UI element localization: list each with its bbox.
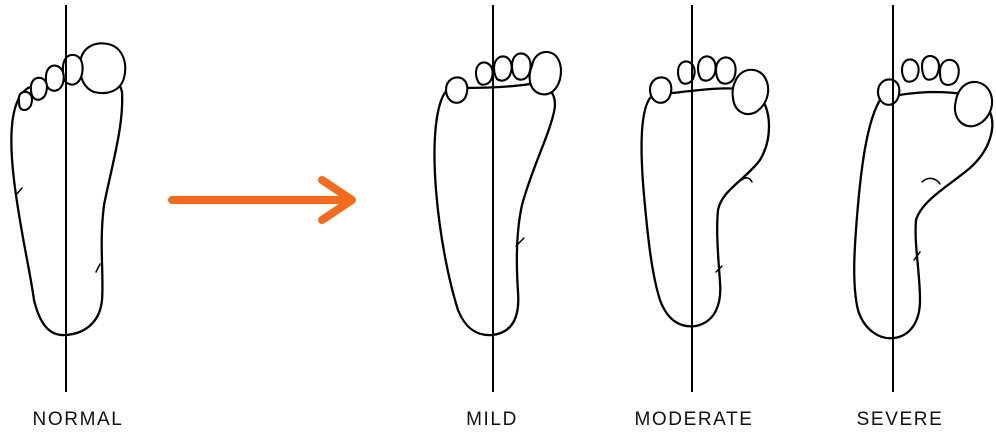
foot-normal	[11, 5, 125, 392]
toe-5-mild	[446, 78, 467, 103]
label-severe: SEVERE	[820, 410, 980, 429]
toe-2-severe	[940, 60, 959, 85]
toe-2-moderate	[716, 58, 736, 84]
toe-4-severe	[902, 59, 919, 81]
toe-big-normal	[80, 43, 125, 93]
crease-moderate-1	[742, 178, 752, 182]
toe-5-severe	[878, 80, 899, 105]
foot-mild	[434, 5, 560, 392]
foot-moderate-outline	[642, 88, 769, 326]
toe-3-mild	[494, 56, 512, 80]
toe-4-mild	[476, 62, 493, 84]
progression-arrow	[172, 180, 352, 220]
label-mild: MILD	[412, 410, 572, 429]
toe-4-normal	[31, 78, 47, 100]
label-normal: NORMAL	[0, 410, 158, 429]
toe-5-normal	[19, 92, 32, 110]
foot-moderate	[642, 5, 769, 392]
toe-3-severe	[922, 56, 939, 80]
foot-mild-outline	[434, 84, 554, 335]
toe-3-normal	[46, 66, 64, 91]
label-moderate: MODERATE	[614, 410, 774, 429]
toe-3-moderate	[698, 56, 716, 80]
toe-2-mild	[512, 54, 531, 80]
toe-5-moderate	[650, 78, 671, 103]
foot-severe	[854, 5, 992, 392]
foot-severe-outline	[854, 92, 992, 338]
toe-big-mild	[530, 52, 561, 94]
